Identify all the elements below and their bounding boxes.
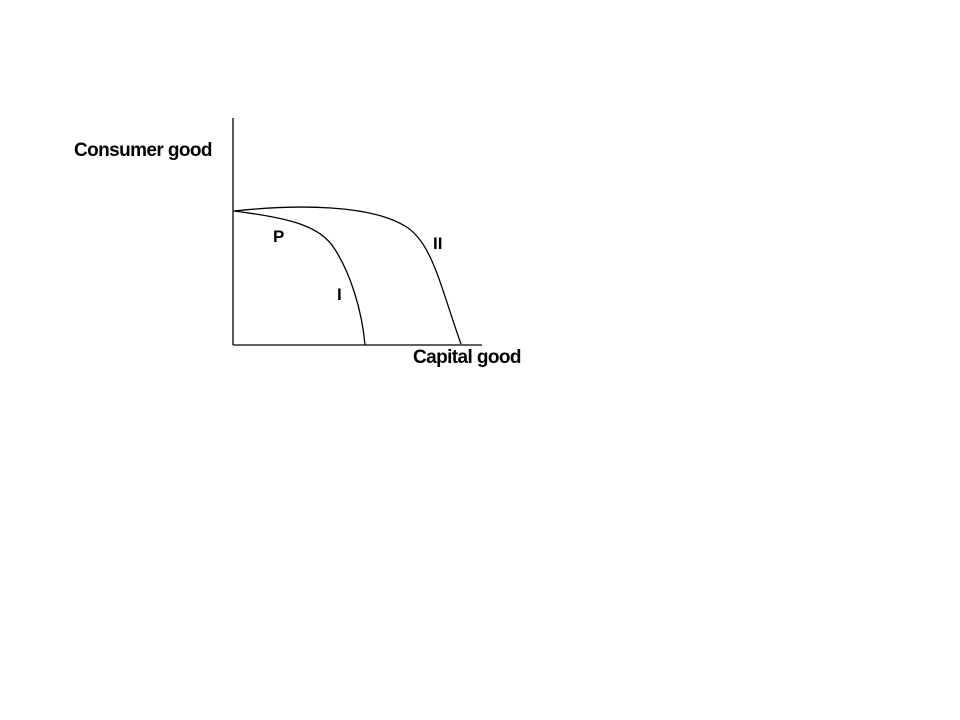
curve-i (233, 210, 366, 346)
curve-ii-label: II (433, 234, 442, 253)
y-axis-label: Consumer good (74, 140, 212, 161)
point-label-p: P (273, 227, 284, 246)
curve-i-label: I (337, 285, 342, 304)
x-axis-label: Capital good (413, 347, 521, 368)
curve-ii (233, 206, 462, 345)
